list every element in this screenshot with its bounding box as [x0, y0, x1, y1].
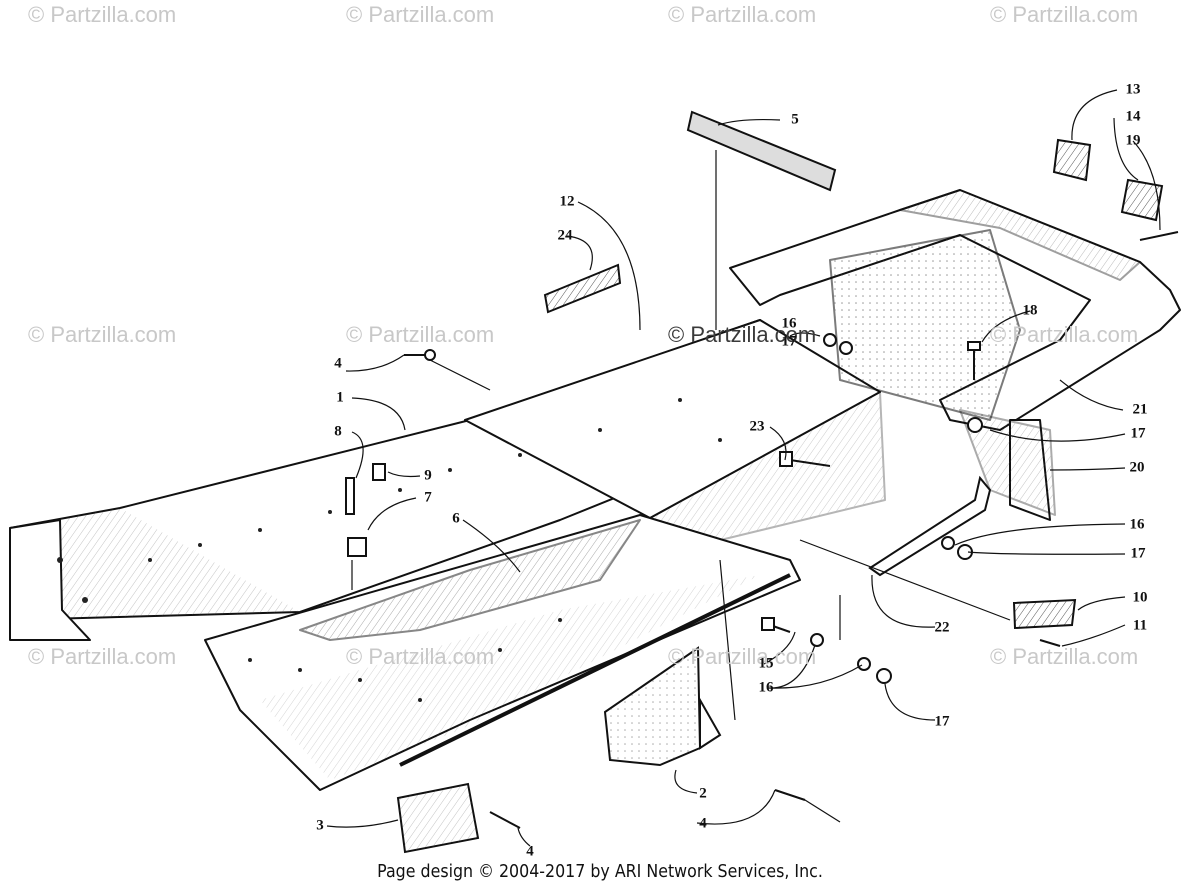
- callout-7: 7: [424, 489, 432, 506]
- watermark: © Partzilla.com: [668, 644, 817, 669]
- callout-15: 15: [758, 655, 774, 672]
- watermark: © Partzilla.com: [990, 2, 1139, 27]
- callout-12: 12: [559, 193, 575, 210]
- callout-19: 19: [1125, 132, 1141, 149]
- watermark-center: © Partzilla.com: [668, 322, 817, 347]
- tunnel-assembly: [9, 319, 886, 791]
- callout-3: 3: [316, 817, 324, 834]
- callout-22: 22: [934, 619, 950, 636]
- callout-16: 16: [781, 315, 797, 332]
- watermark: © Partzilla.com: [990, 322, 1139, 347]
- decals: [543, 110, 1164, 630]
- callout-8: 8: [334, 423, 342, 440]
- brackets: [396, 646, 722, 854]
- callout-16: 16: [1129, 516, 1145, 533]
- callout-4: 4: [526, 843, 534, 860]
- callout-14: 14: [1125, 108, 1141, 125]
- hitch-tube: [868, 475, 992, 577]
- watermark: © Partzilla.com: [28, 322, 177, 347]
- callout-17: 17: [1130, 425, 1146, 442]
- callout-11: 11: [1132, 617, 1148, 634]
- watermark: © Partzilla.com: [28, 2, 177, 27]
- callout-17: 17: [781, 333, 797, 350]
- callout-17: 17: [1130, 545, 1146, 562]
- watermark: © Partzilla.com: [346, 644, 495, 669]
- tunnel-rivets: [57, 398, 722, 702]
- callout-21: 21: [1132, 401, 1148, 418]
- footer-copyright: Page design © 2004-2017 by ARI Network S…: [377, 861, 823, 882]
- watermark: © Partzilla.com: [346, 2, 495, 27]
- watermark: © Partzilla.com: [346, 322, 495, 347]
- callout-2: 2: [699, 785, 707, 802]
- callout-17: 17: [934, 713, 950, 730]
- watermark: © Partzilla.com: [28, 644, 177, 669]
- callout-6: 6: [452, 510, 460, 527]
- callout-20: 20: [1129, 459, 1145, 476]
- leader-lines: [326, 89, 1161, 847]
- callout-23: 23: [749, 418, 765, 435]
- callout-1: 1: [336, 389, 344, 406]
- callout-16: 16: [758, 679, 774, 696]
- rear-bumper: [729, 189, 1181, 521]
- callout-4: 4: [334, 355, 342, 372]
- callout-24: 24: [557, 227, 573, 244]
- callout-18: 18: [1022, 302, 1038, 319]
- watermark: © Partzilla.com: [990, 644, 1139, 669]
- callout-10: 10: [1132, 589, 1148, 606]
- callout-4: 4: [699, 815, 707, 832]
- callout-5: 5: [791, 111, 799, 128]
- callout-13: 13: [1125, 81, 1141, 98]
- watermark: © Partzilla.com: [668, 2, 817, 27]
- callout-9: 9: [424, 467, 432, 484]
